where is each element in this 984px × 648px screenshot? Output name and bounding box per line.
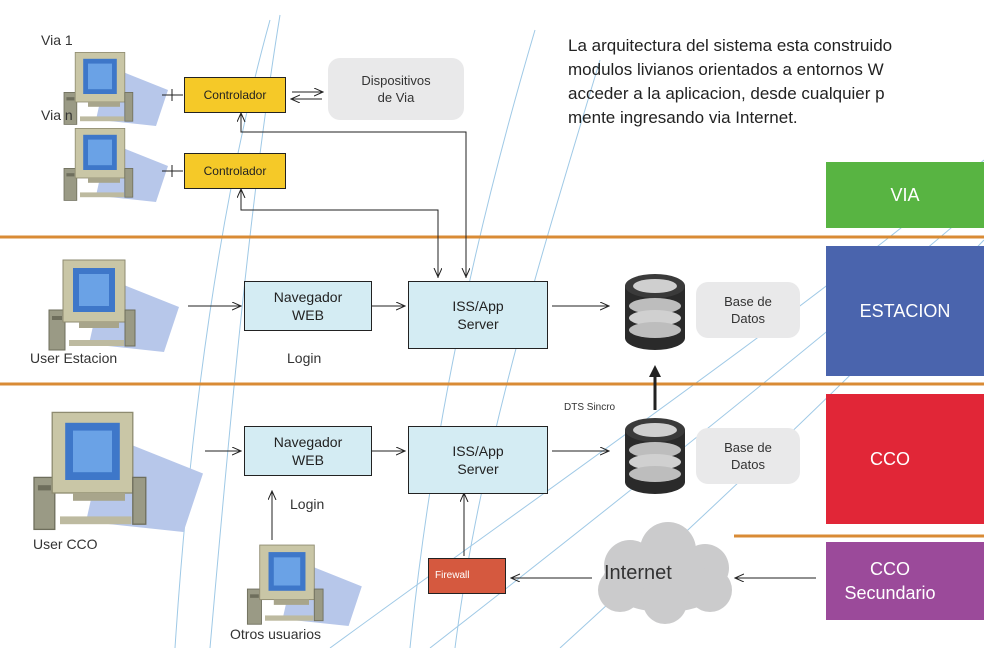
database-estacion-icon [625, 274, 685, 350]
estacion-login-label: Login [287, 350, 322, 366]
cco-browser-box: Navegador WEB [244, 426, 372, 476]
via1-label: Via 1 [41, 32, 73, 48]
cco-db-label: Base de Datos [696, 428, 800, 484]
cco-login-label: Login [290, 496, 325, 512]
internet-label: Internet [604, 562, 672, 584]
zone-estacion: ESTACION [826, 246, 984, 376]
zone-via: VIA [826, 162, 984, 228]
user-estacion-label: User Estacion [30, 350, 118, 366]
database-cco-icon [625, 418, 685, 494]
sync-label: DTS Sincro [564, 402, 616, 413]
intro-paragraph: La arquitectura del sistema esta constru… [568, 36, 893, 127]
controller-via1: Controlador [184, 77, 286, 113]
estacion-db-label: Base de Datos [696, 282, 800, 338]
cco-server-box: ISS/App Server [408, 426, 548, 494]
user-cco-label: User CCO [33, 536, 98, 552]
controller-vian: Controlador [184, 153, 286, 189]
zone-cco: CCO [826, 394, 984, 524]
devices-box: Dispositivos de Via [328, 58, 464, 120]
estacion-browser-box: Navegador WEB [244, 281, 372, 331]
estacion-server-box: ISS/App Server [408, 281, 548, 349]
internet-cloud-icon [598, 522, 732, 624]
zone-cco-secundario: CCO Secundario [826, 542, 984, 620]
other-users-label: Otros usuarios [230, 626, 322, 642]
firewall-box: Firewall [428, 558, 506, 594]
vian-label: Via n [41, 107, 73, 123]
